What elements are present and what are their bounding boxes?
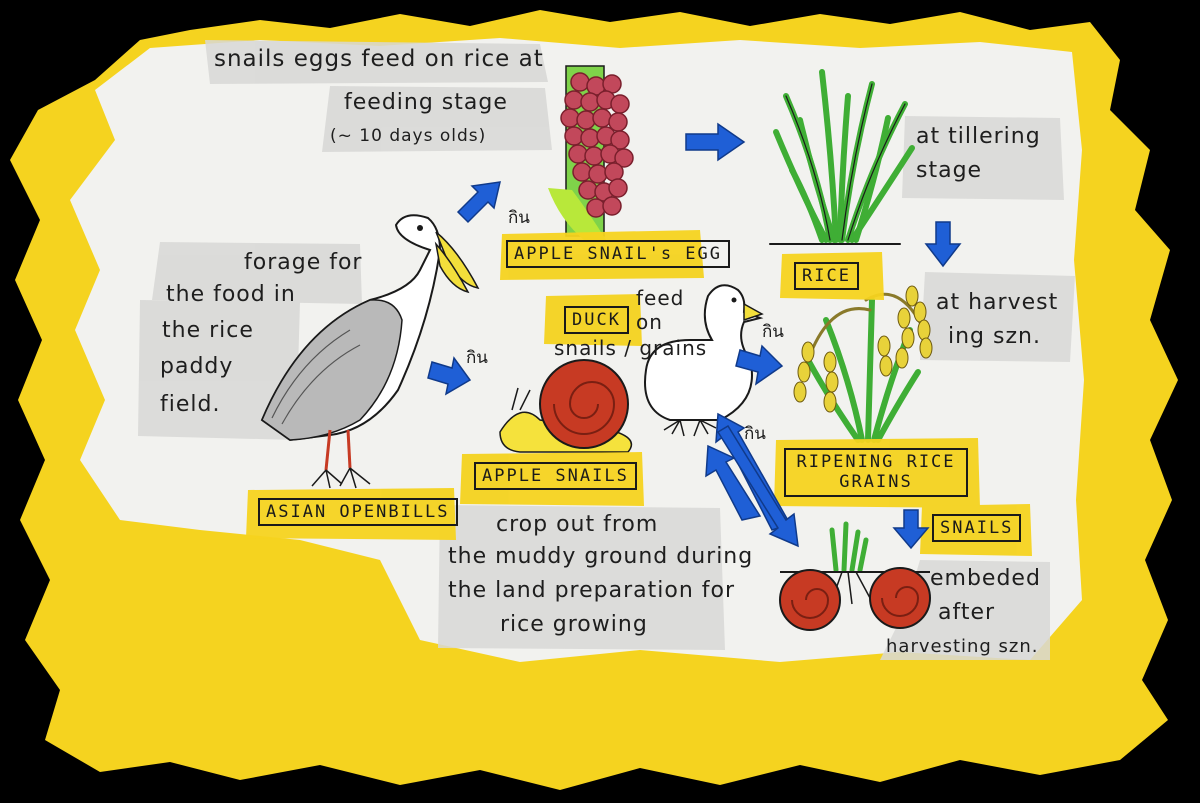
label-asian-openbills: ASIAN OPENBILLS [258, 498, 458, 527]
thai-eat-marker-egg: กิน [508, 208, 530, 228]
arrow-rice-to-harvest [924, 221, 962, 268]
caption-crop-line2: the muddy ground during [448, 544, 754, 569]
caption-crop-line3: the land preparation for [448, 578, 736, 603]
caption-eggs-line1: snails eggs feed on rice at [214, 46, 544, 72]
apple-snail-egg-illustration [548, 65, 634, 240]
caption-duck-feed-line1: feed [636, 286, 685, 310]
caption-forage-line4: paddy [160, 354, 234, 379]
rice-plant-illustration [769, 69, 915, 245]
snails-label-highlight [920, 504, 1032, 556]
embedded-snails-illustration [779, 521, 931, 631]
arrow-down-long [716, 424, 799, 548]
label-ripening-rice: RIPENING RICE GRAINS [784, 448, 968, 497]
caption-crop-line4: rice growing [500, 612, 648, 637]
thai-eat-marker-duck: กิน [762, 322, 784, 342]
label-ripening-line1: RIPENING RICE [796, 452, 956, 472]
caption-embeded-line2: after [938, 600, 996, 625]
caption-eggs-line2: feeding stage [344, 90, 508, 115]
label-ripening-line2: GRAINS [839, 472, 913, 493]
caption-embeded-line1: embeded [930, 566, 1041, 591]
label-snails: SNAILS [932, 514, 1022, 543]
caption-forage-line2: the food in [166, 282, 296, 307]
thai-eat-marker-snail: กิน [466, 348, 488, 368]
arrow-duck-to-ripening [735, 344, 784, 386]
thai-eat-marker-up-arrow: กิน [744, 424, 766, 444]
caption-tillering-line2: stage [916, 158, 983, 183]
caption-duck-feed-line3: snails / grains [554, 336, 708, 360]
label-rice: RICE [794, 262, 859, 291]
label-apple-snail-egg: APPLE SNAIL's EGG [506, 240, 730, 269]
arrow-ripening-to-snails [892, 509, 930, 550]
caption-eggs-line3: (~ 10 days olds) [330, 126, 487, 146]
caption-harvest-line1: at harvest [936, 290, 1059, 315]
caption-tillering-line1: at tillering [916, 124, 1041, 149]
label-apple-snails: APPLE SNAILS [474, 462, 637, 491]
arrow-egg-to-rice [685, 122, 746, 162]
caption-forage-line1: forage for [244, 250, 363, 275]
ripening-label-highlight [774, 438, 980, 508]
apple-snail-illustration [499, 359, 633, 453]
caption-duck-feed-line2: on [636, 310, 663, 334]
caption-embeded-line3: harvesting szn. [886, 636, 1039, 657]
caption-harvest-line2: ing szn. [948, 324, 1041, 349]
asian-openbill-illustration [260, 214, 480, 489]
openbills-label-highlight [246, 488, 456, 540]
caption-crop-line1: crop out from [496, 512, 659, 537]
arrow-openbill-to-egg [456, 181, 501, 224]
arrow-openbill-to-snail [427, 356, 472, 396]
ripening-rice-illustration [793, 285, 933, 443]
caption-forage-line5: field. [160, 392, 221, 417]
label-duck: DUCK [564, 306, 629, 335]
arrow-up-long [705, 444, 762, 521]
caption-forage-line3: the rice [162, 318, 254, 343]
apple-snails-label-highlight [460, 452, 644, 506]
